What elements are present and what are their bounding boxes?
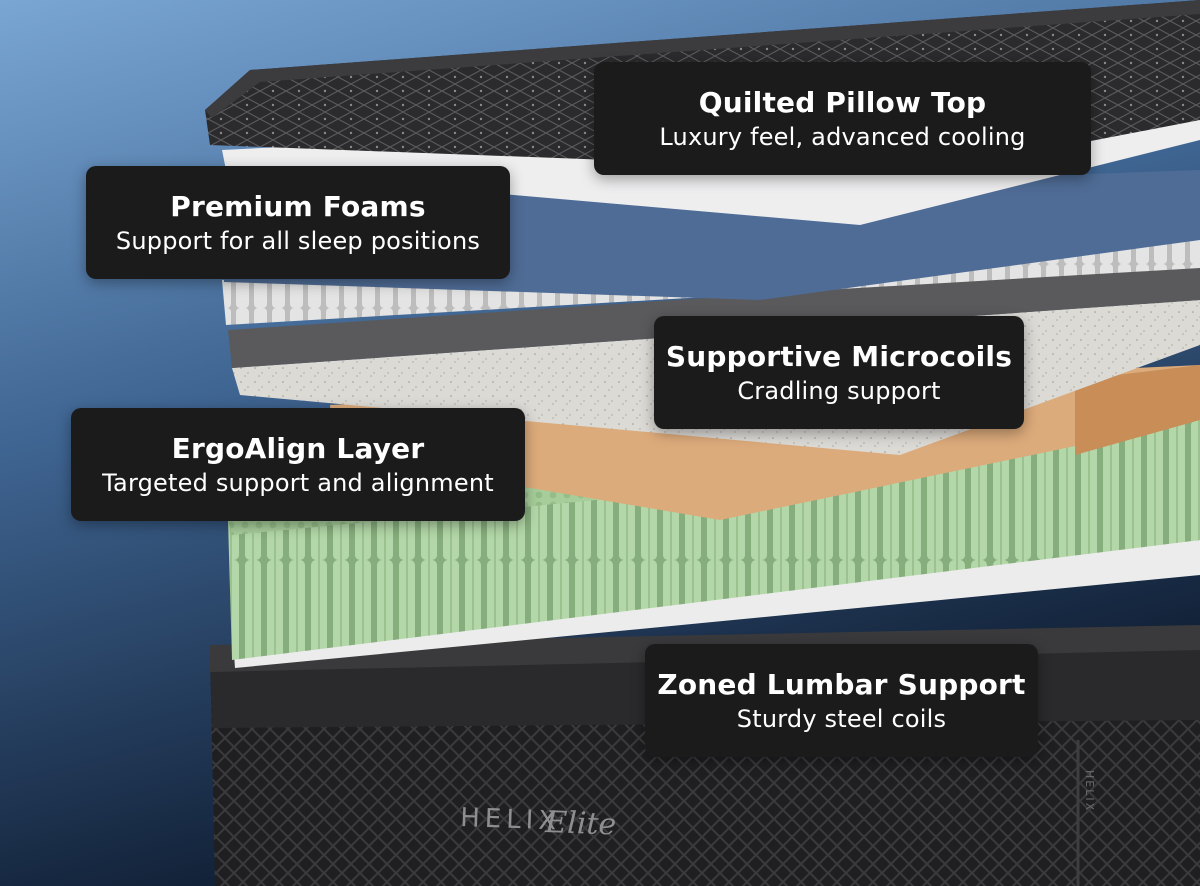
front-logo-word: HELIX xyxy=(460,803,562,837)
callout-title: ErgoAlign Layer xyxy=(171,431,425,465)
callout-title: Quilted Pillow Top xyxy=(698,85,987,119)
callout-subtitle: Support for all sleep positions xyxy=(115,226,481,255)
callout-title: Premium Foams xyxy=(170,189,426,223)
callout-supportive-microcoils: Supportive Microcoils Cradling support xyxy=(654,316,1024,429)
callout-subtitle: Cradling support xyxy=(737,376,941,405)
callout-premium-foams: Premium Foams Support for all sleep posi… xyxy=(86,166,510,279)
callout-subtitle: Targeted support and alignment xyxy=(102,468,494,497)
callout-zoned-lumbar-support: Zoned Lumbar Support Sturdy steel coils xyxy=(645,644,1038,757)
callout-subtitle: Luxury feel, advanced cooling xyxy=(659,122,1026,151)
side-logo: HELIX xyxy=(1083,770,1096,812)
callout-title: Zoned Lumbar Support xyxy=(657,667,1026,701)
layer-lumbar-bottom-foam xyxy=(232,540,1200,668)
callout-subtitle: Sturdy steel coils xyxy=(736,704,947,733)
front-logo-script: Elite xyxy=(544,805,617,842)
callout-ergoalign-layer: ErgoAlign Layer Targeted support and ali… xyxy=(71,408,525,521)
callout-title: Supportive Microcoils xyxy=(665,339,1013,373)
ergoalign-zone xyxy=(1075,365,1200,455)
callout-quilted-pillow-top: Quilted Pillow Top Luxury feel, advanced… xyxy=(594,62,1091,175)
